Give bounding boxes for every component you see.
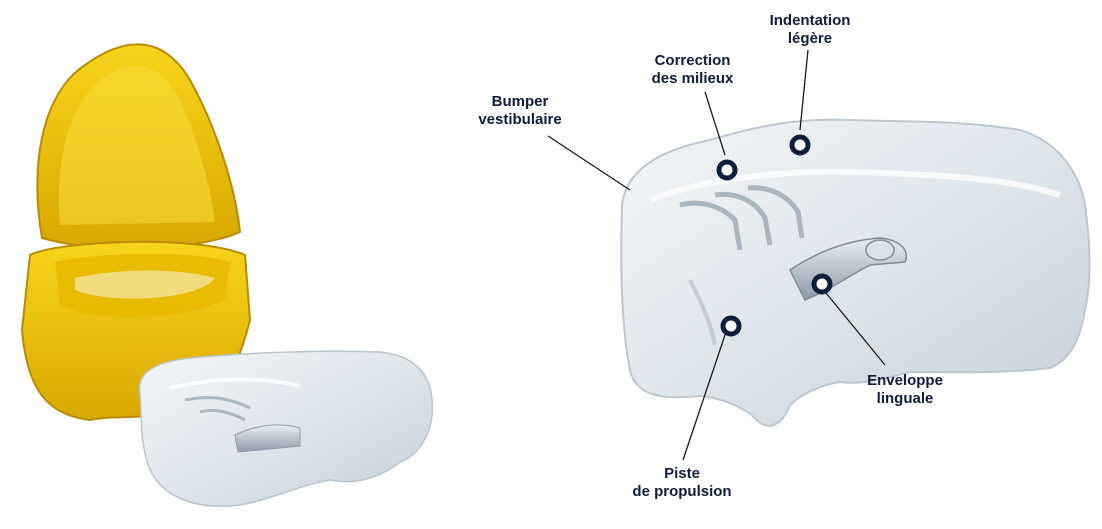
leader-bumper xyxy=(548,136,630,190)
label-correction-line2: des milieux xyxy=(635,70,750,88)
label-indentation: Indentation légère xyxy=(760,12,860,48)
label-piste-line2: de propulsion xyxy=(622,483,742,501)
label-enveloppe-line1: Enveloppe xyxy=(855,372,955,390)
label-piste: Piste de propulsion xyxy=(622,465,742,501)
label-correction-line1: Correction xyxy=(635,52,750,70)
label-bumper: Bumper vestibulaire xyxy=(470,93,570,129)
marker-enveloppe xyxy=(814,276,830,292)
label-enveloppe-line2: linguale xyxy=(855,390,955,408)
label-enveloppe: Enveloppe linguale xyxy=(855,372,955,408)
label-bumper-line1: Bumper xyxy=(470,93,570,111)
marker-correction xyxy=(719,162,735,178)
appliance-small xyxy=(139,351,432,506)
leader-indentation xyxy=(800,50,808,130)
label-indentation-line1: Indentation xyxy=(760,12,860,30)
label-correction: Correction des milieux xyxy=(635,52,750,88)
label-bumper-line2: vestibulaire xyxy=(470,111,570,129)
marker-piste xyxy=(723,318,739,334)
label-piste-line1: Piste xyxy=(622,465,742,483)
label-indentation-line2: légère xyxy=(760,30,860,48)
marker-indentation xyxy=(792,137,808,153)
